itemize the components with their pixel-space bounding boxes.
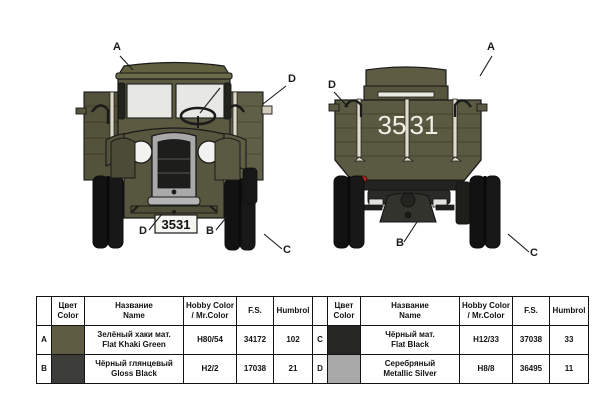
row-hobby-b: H2/2 [183, 354, 237, 384]
row-name-b: Чёрный глянцевый Gloss Black [84, 354, 184, 384]
rear-marking-left: 35 [378, 110, 407, 140]
header-hobby-right: Hobby Color / Mr.Color [459, 296, 513, 326]
row-humbrol-d: 11 [549, 354, 589, 384]
row-name-en-a: Flat Khaki Green [102, 340, 166, 349]
header-fs-right: F.S. [512, 296, 550, 326]
front-view-group: 3531 [75, 55, 287, 251]
header-hobby-line1-right: Hobby Color [462, 301, 510, 310]
header-key-left [36, 296, 52, 326]
header-color-en-right: Color [333, 311, 355, 320]
callout-rear-d: D [328, 79, 336, 91]
front-plate-number: 3531 [162, 217, 191, 232]
callout-front-a: A [113, 41, 121, 53]
header-hobby-left: Hobby Color / Mr.Color [183, 296, 237, 326]
row-hobby-c: H12/33 [459, 325, 513, 355]
row-key-b: B [36, 354, 52, 384]
row-fs-c: 37038 [512, 325, 550, 355]
rear-marking-right: 31 [410, 110, 439, 140]
vehicle-artwork: 3531 [75, 41, 538, 259]
header-color-en-left: Color [57, 311, 79, 320]
row-name-ru-a: Зелёный хаки мат. [97, 330, 171, 339]
header-hobby-line2-right: / Mr.Color [467, 311, 505, 320]
row-swatch-b [51, 354, 85, 384]
header-color-ru-right: Цвет [334, 301, 354, 310]
table-row: B Чёрный глянцевый Gloss Black H2/2 1703… [36, 354, 589, 384]
color-swatch-a [52, 326, 84, 354]
header-hobby-line1-left: Hobby Color [186, 301, 234, 310]
row-name-c: Чёрный мат. Flat Black [360, 325, 460, 355]
callout-rear-c: C [530, 247, 538, 259]
rear-view-group: 35 31 [328, 55, 530, 253]
row-name-en-c: Flat Black [391, 340, 429, 349]
header-name-right: Название Name [360, 296, 460, 326]
header-color-right: Цвет Color [327, 296, 361, 326]
color-swatch-b [52, 355, 84, 383]
row-humbrol-a: 102 [273, 325, 313, 355]
row-name-en-d: Metallic Silver [383, 369, 437, 378]
row-humbrol-b: 21 [273, 354, 313, 384]
row-hobby-d: H8/8 [459, 354, 513, 384]
row-fs-d: 36495 [512, 354, 550, 384]
row-name-ru-b: Чёрный глянцевый [95, 359, 173, 368]
row-swatch-c [327, 325, 361, 355]
callout-front-c: C [283, 244, 291, 256]
row-name-ru-c: Чёрный мат. [385, 330, 435, 339]
row-fs-a: 34172 [236, 325, 274, 355]
header-name-ru-right: Название [391, 301, 429, 310]
header-hobby-line2-left: / Mr.Color [191, 311, 229, 320]
callout-front-b: B [206, 225, 214, 237]
header-name-en-right: Name [399, 311, 421, 320]
paint-table-body: A Зелёный хаки мат. Flat Khaki Green H80… [36, 325, 589, 384]
header-humbrol-left: Humbrol [273, 296, 313, 326]
front-license-plate: 3531 [154, 214, 198, 234]
row-key-a: A [36, 325, 52, 355]
paint-table-header: Цвет Color Название Name Hobby Color / M… [36, 296, 589, 326]
header-humbrol-right: Humbrol [549, 296, 589, 326]
callout-front-d-right: D [288, 73, 296, 85]
color-swatch-c [328, 326, 360, 354]
row-fs-b: 17038 [236, 354, 274, 384]
callout-rear-a: A [487, 41, 495, 53]
row-name-a: Зелёный хаки мат. Flat Khaki Green [84, 325, 184, 355]
row-name-en-b: Gloss Black [111, 369, 157, 378]
header-name-ru-left: Название [115, 301, 153, 310]
callout-rear-b: B [396, 237, 404, 249]
header-name-left: Название Name [84, 296, 184, 326]
row-swatch-d [327, 354, 361, 384]
header-color-left: Цвет Color [51, 296, 85, 326]
color-swatch-d [328, 355, 360, 383]
row-humbrol-c: 33 [549, 325, 589, 355]
row-name-d: Серебряный Metallic Silver [360, 354, 460, 384]
row-swatch-a [51, 325, 85, 355]
paint-reference-table: Цвет Color Название Name Hobby Color / M… [36, 296, 589, 384]
header-fs-left: F.S. [236, 296, 274, 326]
table-row: A Зелёный хаки мат. Flat Khaki Green H80… [36, 325, 589, 355]
row-key-d: D [312, 354, 328, 384]
table-header-row: Цвет Color Название Name Hobby Color / M… [36, 296, 589, 326]
row-key-c: C [312, 325, 328, 355]
header-key-right [312, 296, 328, 326]
row-name-ru-d: Серебряный [384, 359, 436, 368]
row-hobby-a: H80/54 [183, 325, 237, 355]
header-name-en-left: Name [123, 311, 145, 320]
header-color-ru-left: Цвет [58, 301, 78, 310]
front-mirror-left [75, 104, 110, 124]
callout-front-d-bottom: D [139, 225, 147, 237]
